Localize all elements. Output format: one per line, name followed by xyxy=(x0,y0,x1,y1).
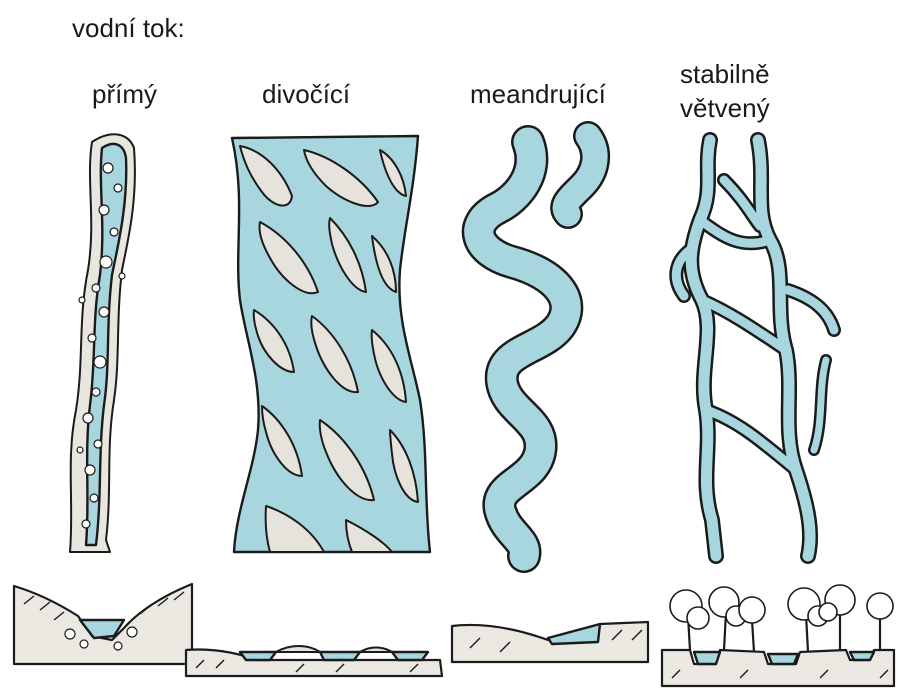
cross-section-meandering xyxy=(452,622,648,662)
label-anastomosing-line2: větvený xyxy=(680,94,770,124)
anastomosing-channel-plan xyxy=(676,140,834,556)
straight-channel-plan xyxy=(70,134,135,552)
label-anastomosing-line1: stabilně xyxy=(680,60,770,90)
figure-title: vodní tok: xyxy=(72,14,185,44)
tree-icon xyxy=(670,590,709,650)
cross-section-anastomosing xyxy=(662,585,894,686)
label-meandering: meandrující xyxy=(470,80,606,110)
cross-section-straight xyxy=(14,584,192,664)
anastomosing-channel-outlines xyxy=(676,140,834,556)
tree-icon xyxy=(709,587,746,650)
label-braided: divočící xyxy=(262,80,350,110)
braided-channel-plan xyxy=(232,136,430,552)
tree-icon xyxy=(788,588,828,652)
tree-icon xyxy=(819,585,855,650)
label-straight: přímý xyxy=(92,80,157,110)
meandering-channel-plan xyxy=(476,136,595,556)
tree-icon xyxy=(739,597,765,652)
tree-icon xyxy=(867,593,893,650)
cross-section-braided xyxy=(186,646,442,676)
